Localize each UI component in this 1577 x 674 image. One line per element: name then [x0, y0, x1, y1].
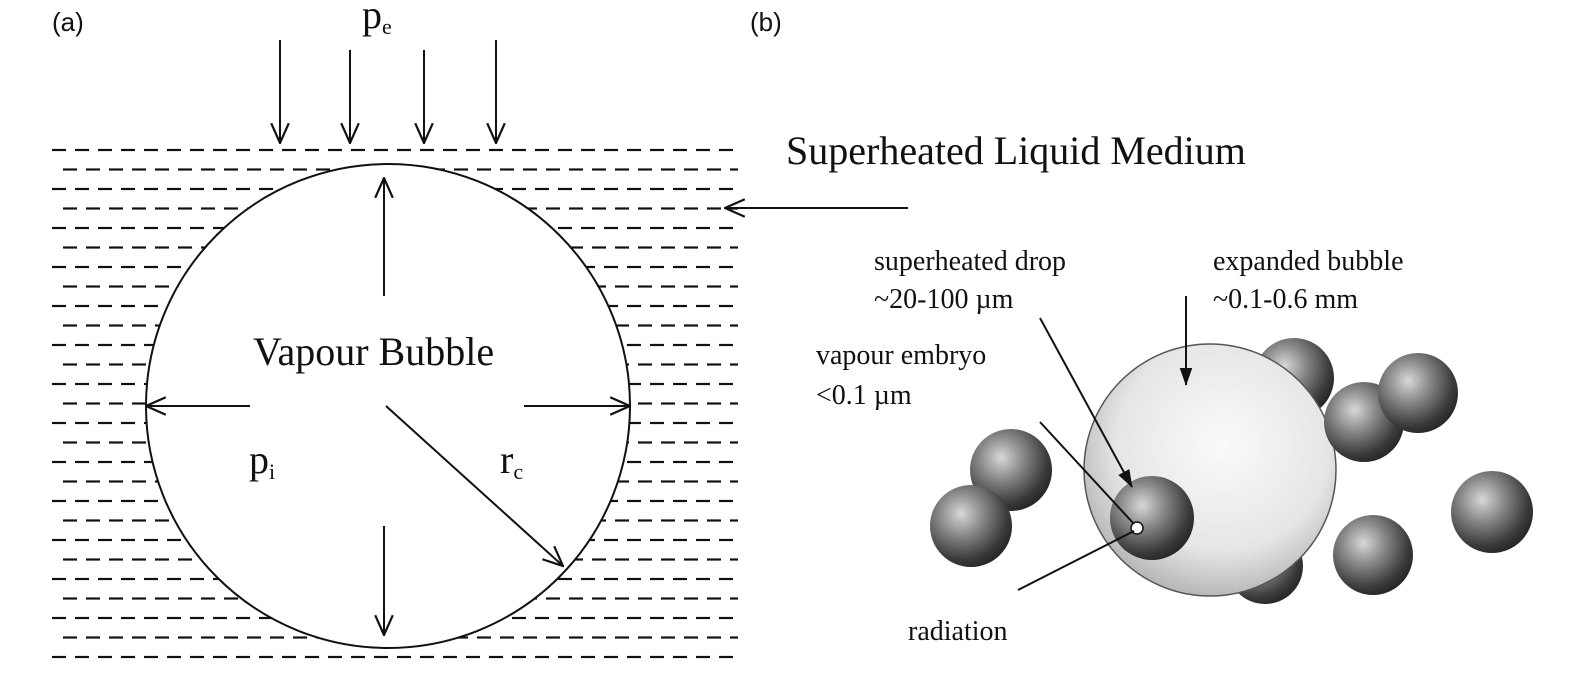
superheated-drop-size: ~20-100 µm [874, 284, 1014, 315]
radiation-label: radiation [908, 616, 1008, 647]
superheated-liquid-medium-label: Superheated Liquid Medium [786, 128, 1246, 173]
expanded-bubble-size: ~0.1-0.6 mm [1213, 284, 1358, 315]
superheated-droplet [1451, 471, 1533, 553]
external-pressure-label: pe [362, 0, 392, 39]
vapour-embryo-size: <0.1 µm [816, 380, 912, 411]
superheated-droplet [930, 485, 1012, 567]
vapour-embryo-label: vapour embryo [816, 340, 986, 371]
panel-b: (b) Superheated Liquid Medium superheate… [725, 7, 1533, 647]
superheated-droplet [1378, 353, 1458, 433]
superheated-droplet [1333, 515, 1413, 595]
expanded-bubble-label: expanded bubble [1213, 246, 1404, 277]
embryo-pointer-line [1039, 421, 1135, 525]
external-pressure-arrows [280, 40, 496, 143]
vapour-bubble-label: Vapour Bubble [253, 329, 494, 374]
radiation-track-line [1017, 530, 1135, 591]
internal-pressure-arrows [146, 178, 630, 635]
panel-a-label: (a) [52, 7, 84, 37]
panel-b-label: (b) [750, 7, 782, 37]
nucleating-superheated-drop [1110, 476, 1194, 560]
radius-arrow [385, 405, 563, 566]
drop-pointer-arrow [1039, 317, 1133, 488]
critical-radius-label: rc [500, 437, 523, 484]
panel-a: (a) pe Vapour Bubble pi rc [52, 0, 738, 659]
internal-pressure-label: pi [249, 437, 275, 484]
superheated-drop-label: superheated drop [874, 246, 1066, 277]
